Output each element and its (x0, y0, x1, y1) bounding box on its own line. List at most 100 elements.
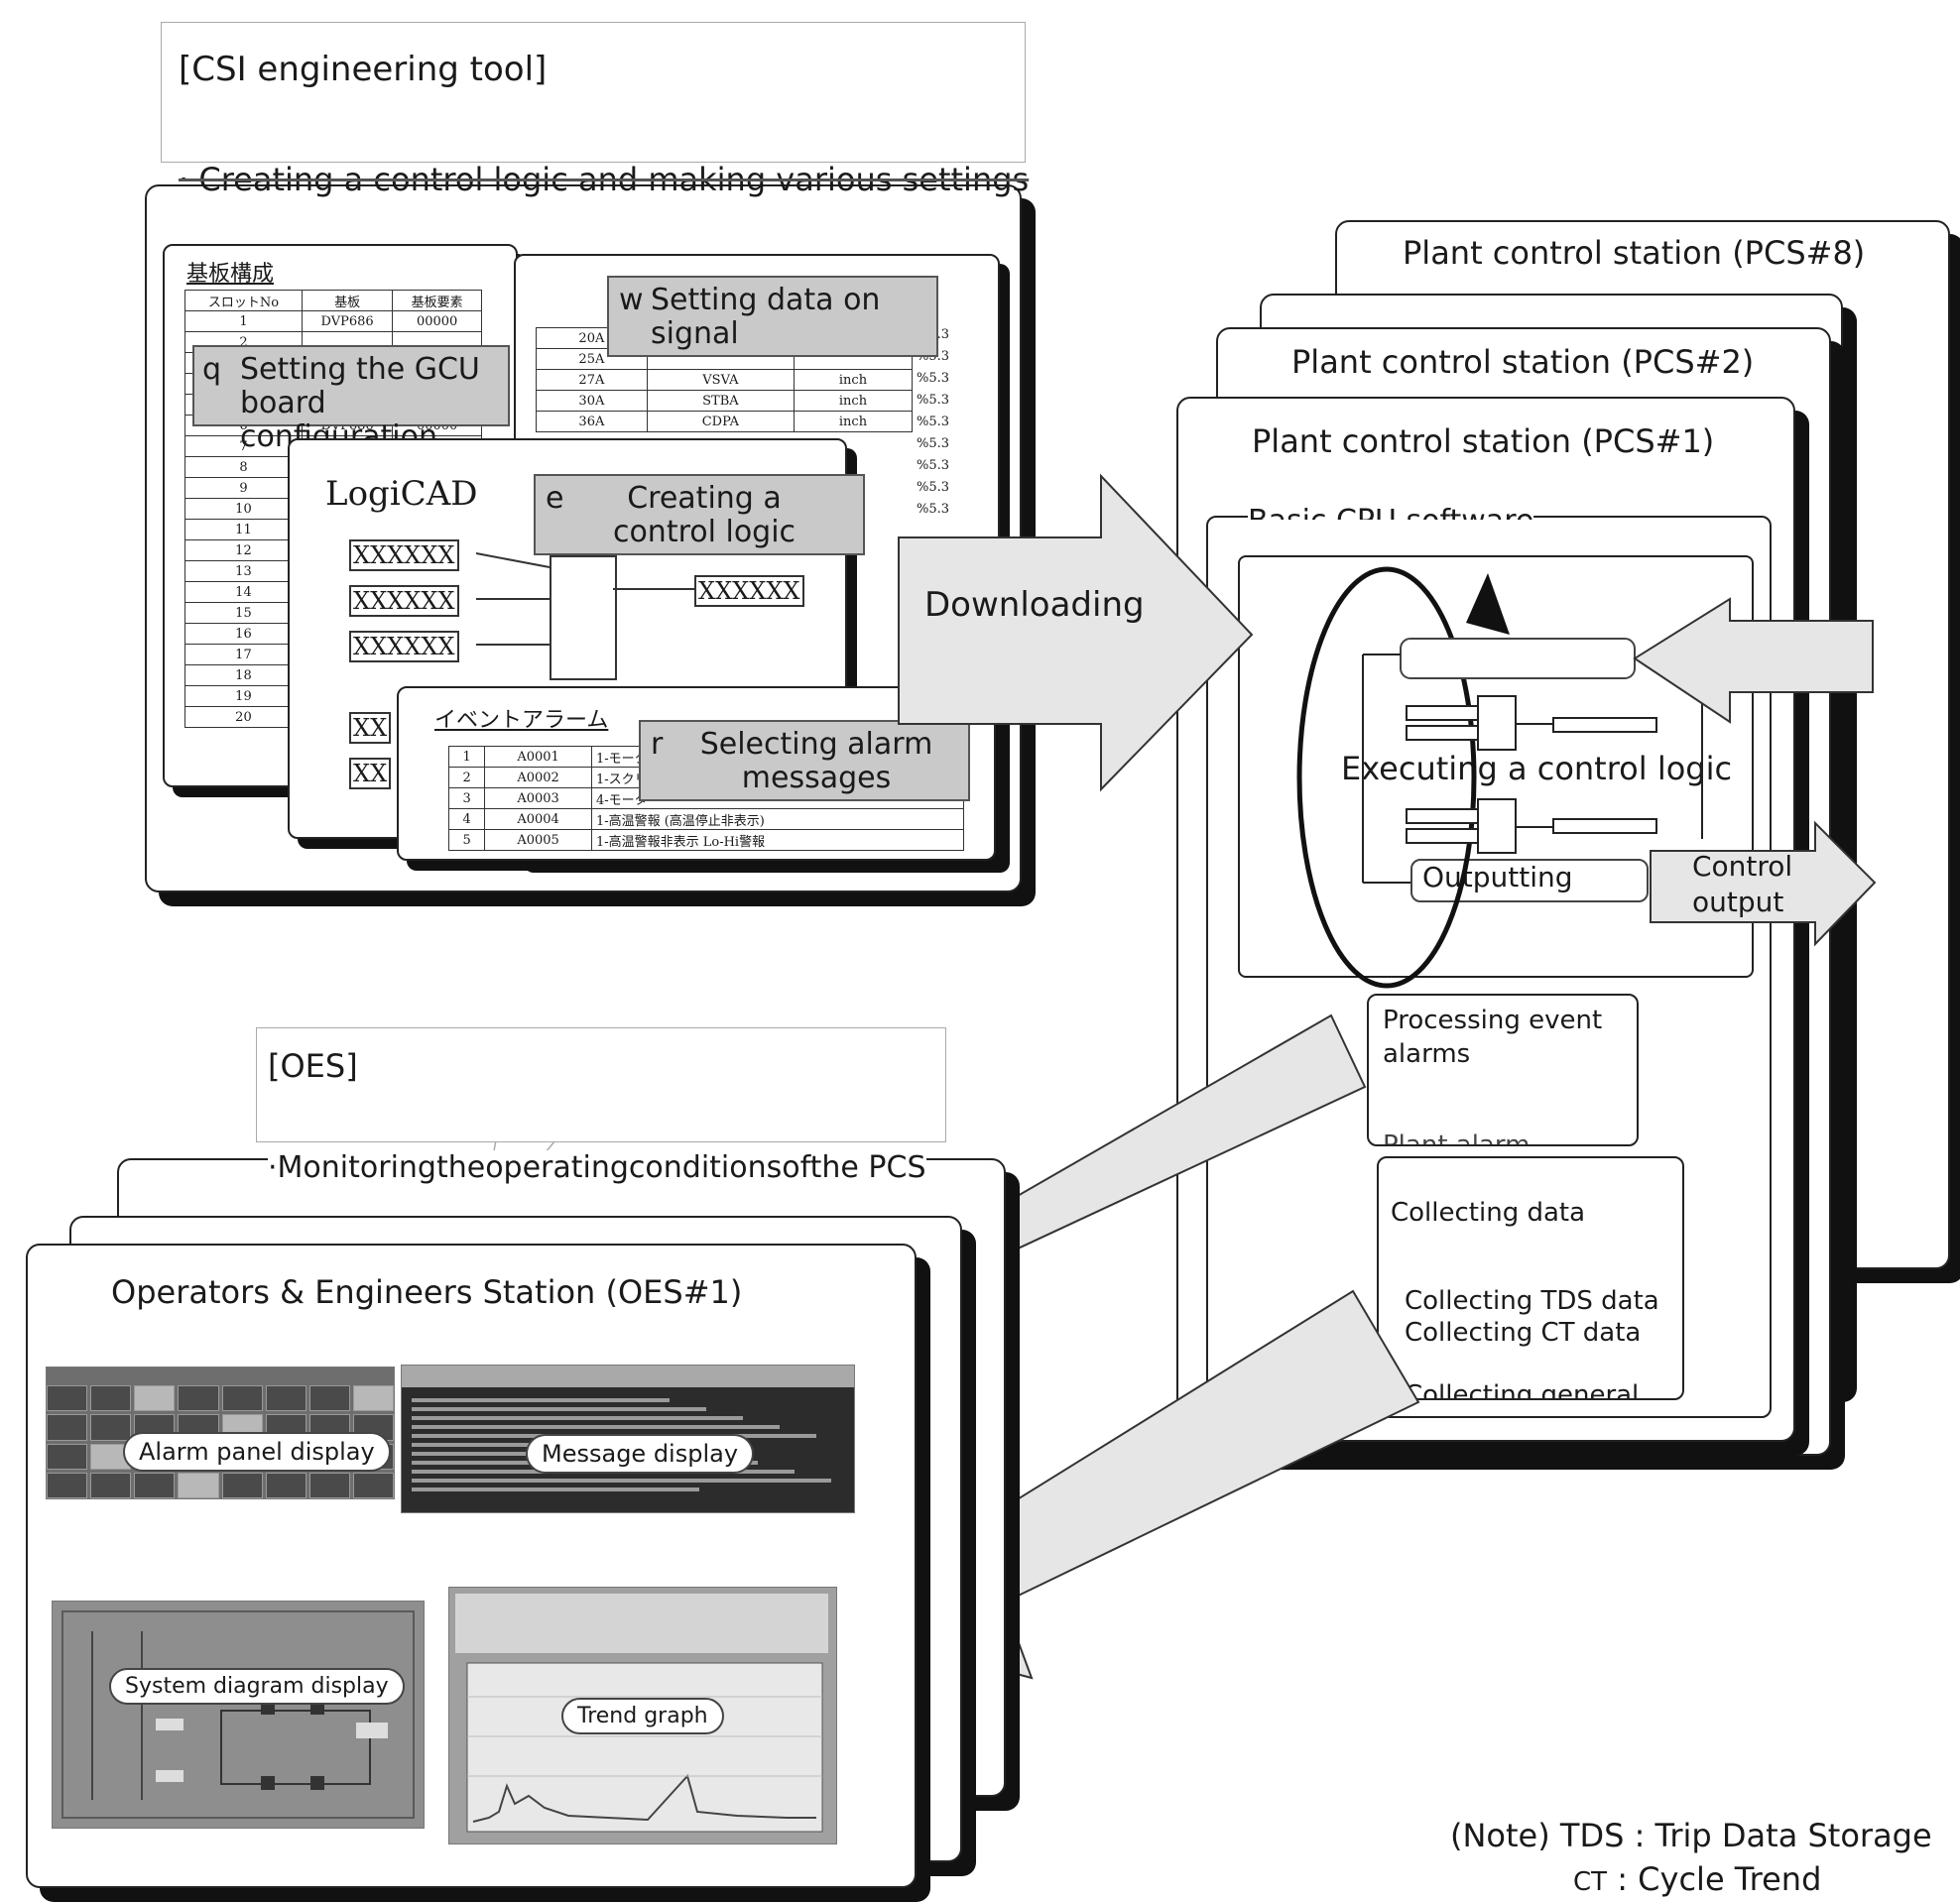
board-cell: DVP686 (302, 311, 392, 332)
oes-subtitle: ·Monitoringtheoperatingconditionsofthe P… (268, 1150, 926, 1185)
note-ct-text: : Cycle Trend (1607, 1860, 1821, 1898)
alarm-cell: A0003 (485, 788, 592, 809)
alarm-panel-cell (178, 1473, 218, 1498)
collect-partial: Collecting general (1405, 1380, 1639, 1400)
message-toolbar (402, 1366, 854, 1387)
alarm-cell: A0005 (485, 830, 592, 851)
pcs-2-title: Plant control station (PCS#2) (1291, 343, 1754, 381)
cpu-software-title: Basic CPU software (1248, 496, 1533, 520)
event-alarm-partial: Plant alarm (1383, 1130, 1530, 1146)
oes-station-title: Operators & Engineers Station (OES#1) (111, 1273, 742, 1311)
pcs-1-title: Plant control station (PCS#1) (1252, 422, 1714, 460)
trend-graph-label: Trend graph (561, 1698, 724, 1734)
alarm-panel-cell (222, 1473, 263, 1498)
oes-callout (256, 1027, 946, 1142)
signal-value: %5.3 (917, 458, 986, 480)
board-cell: 18 (185, 665, 303, 686)
alarm-panel-cell (309, 1385, 350, 1411)
alarm-panel-cell (47, 1473, 87, 1498)
signal-cell: STBA (647, 391, 794, 412)
alarm-cell: 1 (449, 747, 485, 768)
alarm-panel-cell (134, 1385, 175, 1411)
label-r-text: Selecting alarm messages (682, 728, 950, 795)
system-diagram-screen (52, 1601, 425, 1829)
alarm-panel-cell (266, 1385, 306, 1411)
label-w-marker: w (619, 284, 644, 317)
signal-value: %5.3 (917, 502, 986, 524)
board-cell: 10 (185, 499, 303, 520)
message-line (412, 1416, 743, 1420)
alarm-cell: A0004 (485, 809, 592, 830)
alarm-panel-cell (90, 1385, 131, 1411)
note-line-2: CT : Cycle Trend (1573, 1860, 1821, 1898)
csi-callout (161, 22, 1026, 163)
signal-value: %5.3 (917, 393, 986, 415)
message-line (412, 1407, 706, 1411)
board-cell: 1 (185, 311, 303, 332)
collect-data-box: Collecting data Collecting TDS data Coll… (1377, 1156, 1684, 1400)
board-cell: 16 (185, 624, 303, 645)
csi-subtitle: · Creating a control logic and making va… (179, 161, 1029, 198)
board-cell: 17 (185, 645, 303, 665)
message-line (412, 1425, 780, 1429)
alarm-panel-cell (178, 1385, 218, 1411)
signal-value: %5.3 (917, 415, 986, 436)
board-cell: 9 (185, 478, 303, 499)
system-diagram-label: System diagram display (109, 1668, 405, 1705)
alarm-panel-cell (222, 1385, 263, 1411)
alarm-panel-cell (90, 1414, 131, 1440)
note-ct-abbr: CT (1573, 1867, 1607, 1897)
label-e-marker: e (546, 482, 563, 516)
collect-title: Collecting data (1391, 1198, 1585, 1228)
outputting-label: Outputting (1422, 861, 1573, 893)
alarm-panel-cell (47, 1444, 87, 1470)
alarm-panel-cell (353, 1385, 394, 1411)
board-cell: 11 (185, 520, 303, 540)
event-alarm-box: Processing event alarms Plant alarm (1367, 994, 1639, 1146)
board-sheet-title: 基板構成 (186, 256, 274, 288)
label-q-board-config: q Setting the GCU board configuration (192, 345, 510, 426)
board-header-cell: 基板 (302, 291, 392, 311)
signal-cell: inch (794, 391, 912, 412)
signal-cell: inch (794, 370, 912, 391)
alarm-panel-label: Alarm panel display (123, 1432, 391, 1472)
alarm-panel-cell (266, 1473, 306, 1498)
signal-cell: inch (794, 412, 912, 432)
system-diagram-lines (53, 1602, 424, 1828)
alarm-sheet-title: イベントアラーム (434, 702, 608, 734)
alarm-panel-cell (309, 1473, 350, 1498)
label-e-text: Creating a control logic (575, 482, 833, 549)
board-cell: 13 (185, 561, 303, 582)
alarm-panel-cell (353, 1473, 394, 1498)
alarm-cell: 1-高温警報非表示 Lo-Hi警報 (591, 830, 963, 851)
signal-cell: CDPA (647, 412, 794, 432)
note-line-1: (Note) TDS : Trip Data Storage (1450, 1817, 1932, 1854)
table-row: 1DVP68600000 (185, 311, 482, 332)
message-display-label: Message display (526, 1434, 754, 1474)
csi-title: [CSI engineering tool] (179, 50, 547, 89)
label-e-control-logic: e Creating a control logic (534, 474, 865, 555)
alarm-cell: 2 (449, 768, 485, 788)
alarm-cell: 3 (449, 788, 485, 809)
signal-cell: 27A (537, 370, 648, 391)
signal-cell: 36A (537, 412, 648, 432)
alarm-cell: A0002 (485, 768, 592, 788)
board-cell: 14 (185, 582, 303, 603)
alarm-panel-cell (47, 1385, 87, 1411)
board-cell: 12 (185, 540, 303, 561)
alarm-panel-cell (47, 1414, 87, 1440)
signal-value: %5.3 (917, 371, 986, 393)
signal-cell: VSVA (647, 370, 794, 391)
board-cell: 19 (185, 686, 303, 707)
alarm-cell: 5 (449, 830, 485, 851)
control-output-label: Control output (1692, 849, 1792, 920)
download-label: Downloading (924, 585, 1145, 625)
signal-value: %5.3 (917, 480, 986, 502)
board-cell: 8 (185, 457, 303, 478)
message-line (412, 1487, 699, 1491)
